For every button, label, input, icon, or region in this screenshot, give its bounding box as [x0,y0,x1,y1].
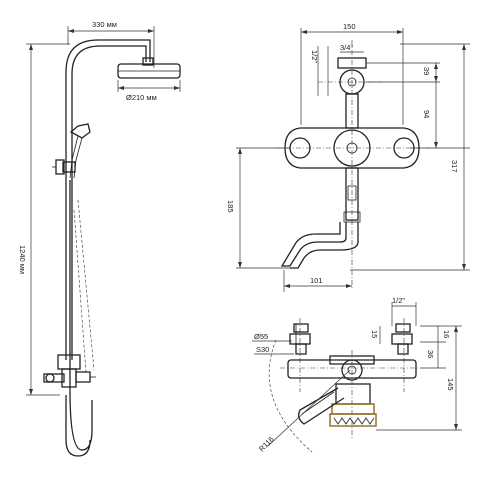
shower-head [117,57,181,79]
half-inch-label: 1/2" [310,50,319,63]
height-dimension: 1240 мм [18,43,70,396]
left-inlet [289,323,311,355]
dim-36-label: 36 [426,350,435,358]
dim-101-label: 101 [310,276,323,285]
right-inlet [391,323,413,355]
right-dimensions: 39 94 317 [350,43,470,271]
spout-top [298,387,345,425]
water-jet [77,199,95,371]
d55-s30-labels: Ø55 S30 [252,332,294,355]
d55-label: Ø55 [254,332,268,341]
spout-swing-arc [268,339,313,453]
three-quarter-label: 3/4" [340,43,353,52]
dim-39-label: 39 [422,67,431,75]
slider-holder [52,159,76,175]
dim-101: 101 [283,270,352,292]
mixer-body-top [287,355,417,381]
spout [280,222,347,267]
dim-145-label: 145 [446,378,455,391]
dim-185-label: 185 [226,200,235,213]
top-width-label: 330 мм [92,20,117,29]
mixer-top-view: 1/2" Ø55 S30 [252,296,462,453]
head-diameter-dimension: Ø210 мм [117,80,181,102]
top-half-inch-dim: 1/2" [391,296,417,326]
dim-317-label: 317 [450,160,459,173]
top-width-dimension: 330 мм [67,20,155,68]
dim-94-label: 94 [422,110,431,118]
top-right-dimensions: 15 16 36 145 [370,325,462,431]
dim-15-label: 15 [370,330,379,338]
bottom-mixer [43,354,96,388]
mixer-front-view: 150 1/2" 3/4" 39 94 [226,22,470,292]
dim-185: 185 [226,147,290,269]
s30-label: S30 [256,345,269,354]
height-label: 1240 мм [18,245,27,274]
diverter-stem [343,167,361,223]
dim-150-label: 150 [343,22,356,31]
shower-column-drawing: 330 мм 1240 мм Ø210 мм [18,20,181,457]
dim-16-label: 16 [442,330,451,338]
top-half-inch-label: 1/2" [392,296,405,305]
head-diameter-label: Ø210 мм [126,93,157,102]
hand-shower [69,123,91,179]
r116-dimension: R116 [257,369,351,454]
riser-pipe [65,39,151,360]
r116-label: R116 [257,435,276,454]
shower-hose [69,180,93,451]
diverter-knurl [329,383,377,427]
